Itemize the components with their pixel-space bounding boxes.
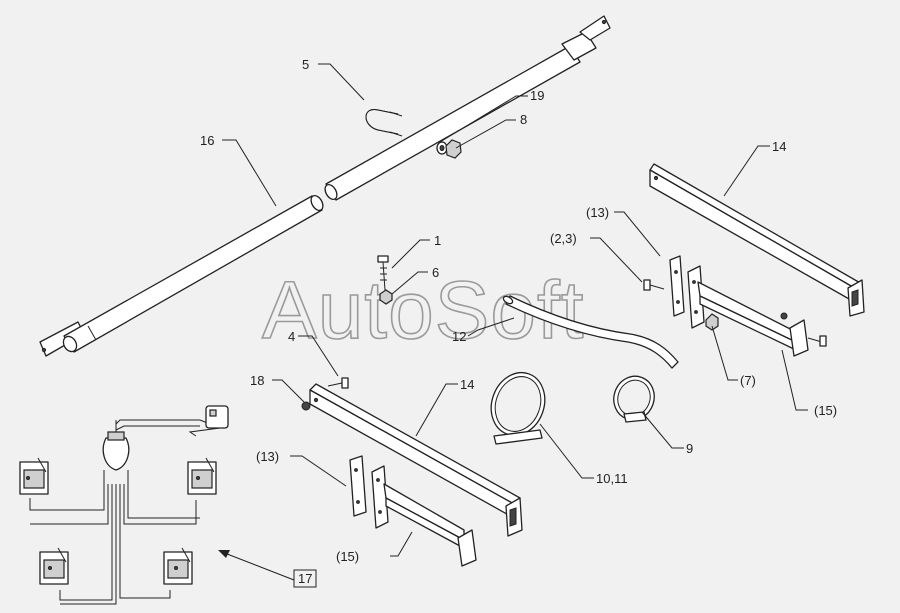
callout-5: 5 xyxy=(302,57,309,72)
callout-2-3: (2,3) xyxy=(550,231,577,246)
callout-15-right: (15) xyxy=(814,403,837,418)
callout-8: 8 xyxy=(520,112,527,127)
bracket-13-top xyxy=(669,255,685,317)
callout-14-top: 14 xyxy=(772,139,786,154)
callout-19: 19 xyxy=(530,88,544,103)
callout-17: 17 xyxy=(298,571,312,586)
callout-1: 1 xyxy=(434,233,441,248)
bracket-15-top xyxy=(687,265,809,357)
callout-17-box: 17 xyxy=(293,569,317,588)
nut-6 xyxy=(379,289,393,305)
bolt-4 xyxy=(327,377,349,389)
callout-13-top: (13) xyxy=(586,205,609,220)
bracket-13-left xyxy=(349,455,367,517)
clamp-9 xyxy=(613,375,655,423)
callout-7: (7) xyxy=(740,373,756,388)
callout-13-left: (13) xyxy=(256,449,279,464)
callout-10-11: 10,11 xyxy=(596,471,628,486)
leader-lines xyxy=(218,63,808,581)
tube-upper xyxy=(324,15,611,201)
u-bolt-5 xyxy=(365,109,403,137)
callout-12: 12 xyxy=(452,329,466,344)
bar-14-top xyxy=(649,163,865,317)
nut-8 xyxy=(445,139,462,159)
callout-6: 6 xyxy=(432,265,439,280)
callout-9: 9 xyxy=(686,441,693,456)
tube-16 xyxy=(39,194,324,357)
bracket-15-left xyxy=(371,465,477,567)
callout-15-left: (15) xyxy=(336,549,359,564)
bolt-1 xyxy=(377,255,389,291)
callout-18: 18 xyxy=(250,373,264,388)
hose-12 xyxy=(502,295,679,369)
callout-16: 16 xyxy=(200,133,214,148)
nut-7 xyxy=(705,313,719,331)
wiring-harness-17 xyxy=(19,405,229,605)
washer-18 xyxy=(301,401,311,411)
callout-4: 4 xyxy=(288,329,295,344)
bolt-2-3 xyxy=(643,279,665,291)
bolt-right xyxy=(807,335,827,347)
strap-10-11 xyxy=(490,371,546,445)
callout-14-mid: 14 xyxy=(460,377,474,392)
bar-14-mid xyxy=(309,383,523,537)
